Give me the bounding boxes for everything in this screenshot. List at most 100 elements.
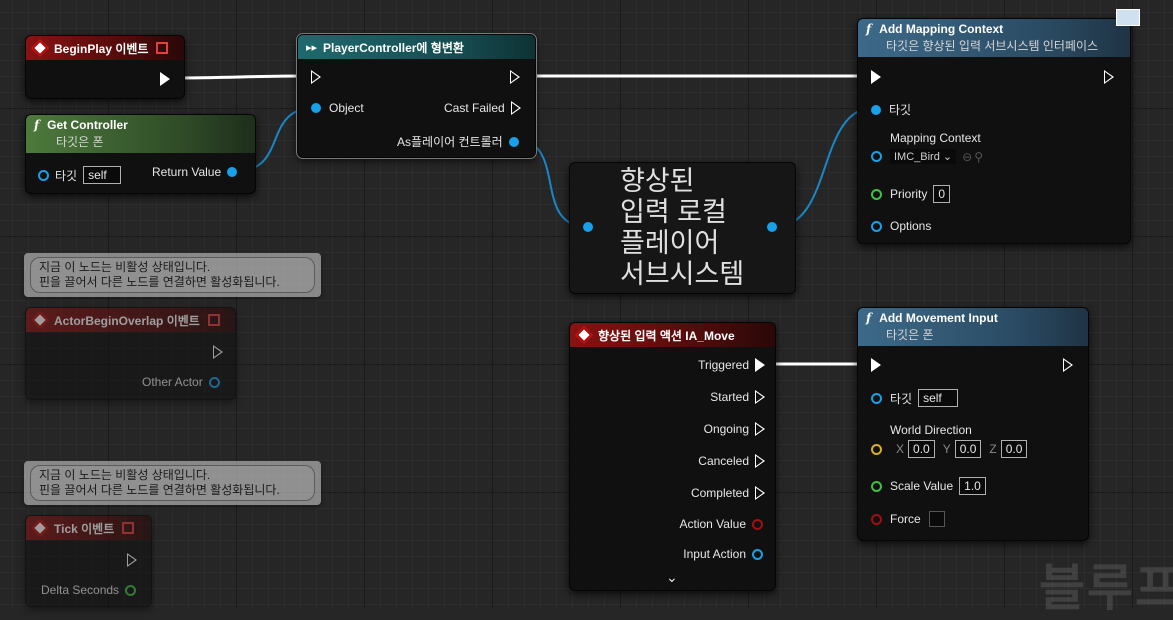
force-pin[interactable]: Force bbox=[871, 511, 945, 527]
pin-label: Canceled bbox=[698, 454, 749, 468]
float-pin-icon bbox=[125, 584, 137, 596]
pin-label: Scale Value bbox=[890, 479, 954, 493]
cast-node[interactable]: ▸▸ PlayerController에 형변환 Object Cast Fai… bbox=[296, 33, 537, 159]
ongoing-pin[interactable]: Ongoing bbox=[704, 422, 765, 436]
exec-out-pin[interactable] bbox=[127, 553, 137, 567]
chevron-down-icon: ⌄ bbox=[942, 151, 953, 163]
priority-field[interactable]: 0 bbox=[933, 185, 951, 203]
mapping-context-pin[interactable]: IMC_Bird ⌄ ⊖ ⚲ bbox=[871, 149, 983, 164]
x-field[interactable]: 0.0 bbox=[908, 440, 935, 458]
exec-out-pin[interactable] bbox=[160, 72, 170, 86]
node-subtitle: 타깃은 폰 bbox=[56, 135, 104, 149]
target-value-field[interactable]: self bbox=[83, 166, 122, 184]
pin-label: Force bbox=[890, 512, 921, 526]
options-pin[interactable]: Options bbox=[871, 219, 931, 233]
comment-line: 지금 이 노드는 비활성 상태입니다. bbox=[39, 468, 211, 482]
exec-out-pin[interactable] bbox=[213, 345, 223, 359]
object-pin-icon bbox=[871, 392, 882, 404]
selected-asset: IMC_Bird bbox=[894, 151, 940, 163]
pin-label: Return Value bbox=[152, 165, 222, 179]
triggered-pin[interactable]: Triggered bbox=[698, 358, 765, 372]
mapping-context-dropdown[interactable]: IMC_Bird ⌄ bbox=[890, 149, 957, 164]
pin-label: Started bbox=[710, 390, 749, 404]
return-value-pin[interactable]: Return Value bbox=[152, 165, 238, 179]
z-field[interactable]: 0.0 bbox=[1000, 440, 1028, 458]
actor-begin-overlap-node[interactable]: ActorBeginOverlap 이벤트 Other Actor bbox=[25, 307, 236, 400]
priority-pin[interactable]: Priority 0 bbox=[871, 185, 951, 203]
exec-pin-icon bbox=[871, 70, 881, 84]
target-pin[interactable]: 타깃 self bbox=[871, 389, 959, 407]
delta-seconds-pin[interactable]: Delta Seconds bbox=[41, 583, 137, 597]
exec-pin-icon bbox=[311, 70, 321, 84]
comment-line: 핀을 끌어서 다른 노드를 연결하면 활성화됩니다. bbox=[39, 483, 280, 497]
cast-icon: ▸▸ bbox=[306, 41, 318, 54]
object-pin-icon bbox=[38, 169, 49, 181]
bool-pin-icon bbox=[871, 513, 882, 525]
y-field[interactable]: 0.0 bbox=[954, 440, 982, 458]
expand-chevron-icon[interactable]: ⌄ bbox=[666, 569, 678, 585]
browse-back-icon[interactable]: ⊖ bbox=[962, 149, 973, 164]
beginplay-node[interactable]: BeginPlay 이벤트 bbox=[25, 35, 185, 99]
delegate-pin-icon[interactable] bbox=[207, 314, 220, 326]
exec-pin-icon bbox=[1063, 358, 1073, 372]
object-pin[interactable]: Object bbox=[311, 101, 364, 115]
input-action-ia-move-node[interactable]: 향상된 입력 액션 IA_Move Triggered Started Ongo… bbox=[569, 322, 776, 591]
node-header: ▸▸ PlayerController에 형변환 bbox=[298, 35, 535, 59]
exec-out-pin[interactable] bbox=[1104, 70, 1114, 84]
exec-pin-icon bbox=[755, 454, 765, 468]
pin-label: 타깃 bbox=[55, 168, 78, 183]
force-checkbox[interactable] bbox=[928, 511, 945, 527]
exec-in-pin[interactable] bbox=[871, 358, 881, 372]
pin-label: Priority bbox=[890, 187, 928, 201]
object-pin-icon bbox=[583, 222, 593, 232]
input-action-pin[interactable]: Input Action bbox=[683, 547, 763, 561]
scale-value-pin[interactable]: Scale Value 1.0 bbox=[871, 477, 986, 495]
enhanced-input-subsystem-node[interactable]: 향상된 입력 로컬 플레이어 서브시스템 bbox=[569, 162, 796, 294]
exec-in-pin[interactable] bbox=[871, 70, 881, 84]
target-pin[interactable]: 타깃 bbox=[871, 101, 911, 118]
wire-beginplay-cast bbox=[171, 74, 311, 80]
disabled-node-comment: 지금 이 노드는 비활성 상태입니다. 핀을 끌어서 다른 노드를 연결하면 활… bbox=[24, 461, 321, 505]
other-actor-pin[interactable]: Other Actor bbox=[142, 375, 220, 389]
exec-out-pin[interactable] bbox=[1063, 358, 1073, 372]
search-icon[interactable]: ⚲ bbox=[974, 149, 983, 164]
event-diamond-icon bbox=[31, 39, 49, 57]
target-value-field[interactable]: self bbox=[918, 389, 959, 407]
object-pin-icon bbox=[227, 167, 238, 177]
target-pin[interactable]: 타깃 self bbox=[38, 166, 122, 184]
target-in-pin[interactable] bbox=[583, 222, 593, 232]
disabled-node-comment: 지금 이 노드는 비활성 상태입니다. 핀을 끌어서 다른 노드를 연결하면 활… bbox=[24, 253, 321, 297]
axis-label: X bbox=[896, 442, 905, 456]
delegate-pin-icon[interactable] bbox=[122, 522, 135, 534]
canceled-pin[interactable]: Canceled bbox=[698, 454, 765, 468]
node-title: BeginPlay 이벤트 bbox=[54, 41, 149, 56]
started-pin[interactable]: Started bbox=[710, 390, 765, 404]
cast-failed-pin[interactable]: Cast Failed bbox=[444, 101, 521, 115]
axis-label: Z bbox=[989, 442, 997, 456]
object-pin-icon bbox=[508, 136, 519, 147]
scale-field[interactable]: 1.0 bbox=[959, 477, 986, 495]
object-pin-icon bbox=[208, 376, 220, 388]
object-pin-icon bbox=[752, 548, 763, 560]
exec-pin-icon bbox=[755, 390, 765, 404]
as-player-controller-pin[interactable]: As플레이어 컨트롤러 bbox=[397, 133, 519, 150]
pin-label: Other Actor bbox=[142, 375, 203, 389]
blueprint-watermark: 블루프 bbox=[1039, 560, 1173, 616]
tick-node[interactable]: Tick 이벤트 Delta Seconds bbox=[25, 515, 152, 607]
exec-out-pin[interactable] bbox=[510, 70, 520, 84]
pin-label: Completed bbox=[690, 486, 749, 500]
completed-pin[interactable]: Completed bbox=[691, 486, 765, 500]
event-diamond-icon bbox=[575, 326, 593, 344]
return-out-pin[interactable] bbox=[767, 222, 777, 232]
exec-in-pin[interactable] bbox=[311, 70, 321, 84]
world-direction-pin[interactable]: X 0.0 Y 0.0 Z 0.0 bbox=[871, 440, 1028, 458]
action-value-pin[interactable]: Action Value bbox=[680, 517, 763, 531]
node-header: ActorBeginOverlap 이벤트 bbox=[26, 308, 235, 332]
delegate-pin-icon[interactable] bbox=[156, 42, 169, 54]
